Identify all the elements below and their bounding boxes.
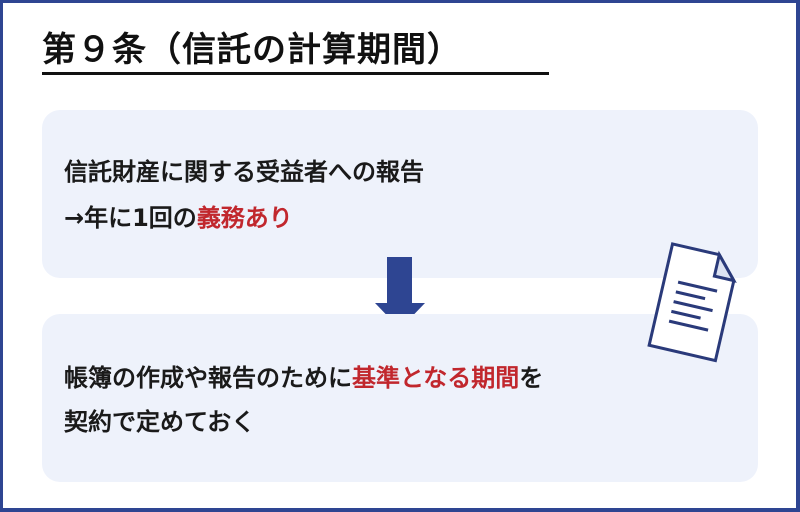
period-highlight: 基準となる期間 (352, 364, 520, 392)
down-arrow-icon (374, 257, 426, 331)
title-underline (42, 72, 549, 75)
page-title: 第９条（信託の計算期間） (42, 30, 462, 70)
document-icon (630, 236, 750, 368)
info-box-reporting: 信託財産に関する受益者への報告 →年に1回の義務あり (42, 110, 758, 278)
obligation-highlight: 義務あり (196, 204, 293, 232)
info-box-period: 帳簿の作成や報告のために基準となる期間を 契約で定めておく (42, 314, 758, 482)
period-line-1-prefix: 帳簿の作成や報告のために (64, 364, 352, 392)
period-line-1: 帳簿の作成や報告のために基準となる期間を (64, 362, 543, 394)
reporting-line-2-prefix: →年に1回の (64, 204, 197, 232)
reporting-line-2: →年に1回の義務あり (64, 202, 293, 234)
reporting-line-1: 信託財産に関する受益者への報告 (64, 158, 424, 186)
period-line-2: 契約で定めておく (64, 408, 256, 436)
period-line-1-suffix: を (519, 364, 544, 392)
